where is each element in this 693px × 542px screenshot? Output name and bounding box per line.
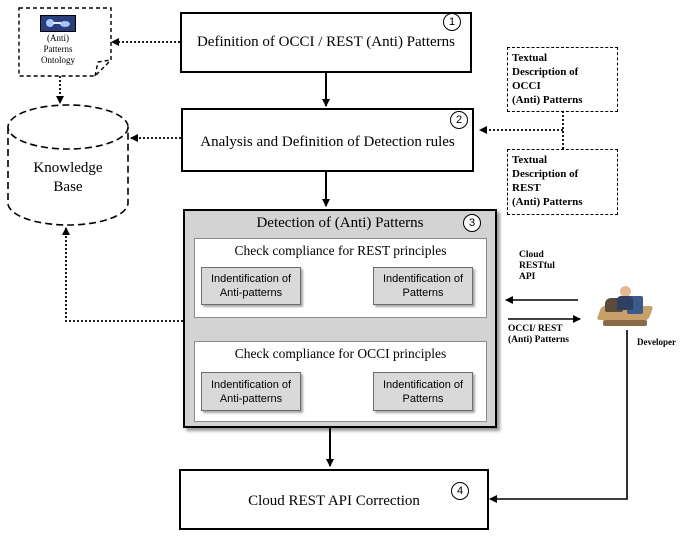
step-definition-label: Definition of OCCI / REST (Anti) Pattern…: [196, 34, 456, 50]
developer-label: Developer: [637, 337, 676, 347]
rest-patterns-box: Indentification of Patterns: [373, 267, 473, 305]
knowledge-base-cylinder: [7, 104, 129, 226]
ontology-icon: [40, 15, 76, 32]
occi-rest-patterns-label: OCCI/ REST (Anti) Patterns: [508, 324, 569, 345]
step-number-2: 2: [450, 111, 468, 129]
ontology-label: (Anti) Patterns Ontology: [40, 33, 75, 65]
dotted-textual-to-step2: [480, 111, 564, 150]
occi-compliance-title: Check compliance for OCCI principles: [234, 346, 447, 361]
knowledge-base-label: Knowledge Base: [33, 160, 103, 195]
step-number-4: 4: [451, 482, 469, 500]
cloud-api-label: Cloud RESTful API: [519, 250, 555, 282]
step-number-3: 3: [463, 214, 481, 232]
dotted-detection-to-kb: [62, 227, 183, 322]
textual-description-occi: Textual Description of OCCI (Anti) Patte…: [507, 47, 618, 112]
step-analysis-label: Analysis and Definition of Detection rul…: [200, 133, 455, 150]
step-correction-box: Cloud REST API Correction: [179, 469, 489, 530]
textual-description-rest: Textual Description of REST (Anti) Patte…: [507, 149, 618, 215]
step-analysis-box: Analysis and Definition of Detection rul…: [181, 108, 474, 172]
step-correction-label: Cloud REST API Correction: [248, 493, 420, 509]
step-number-1: 1: [443, 13, 461, 31]
occi-patterns-box: Indentification of Patterns: [373, 372, 473, 411]
rest-compliance-title: Check compliance for REST principles: [234, 243, 447, 258]
occi-antipatterns-box: Indentification of Anti-patterns: [201, 372, 301, 411]
arrow-developer-to-correction: [489, 330, 628, 503]
step-detection-label: Detection of (Anti) Patterns: [256, 215, 424, 231]
step-definition-box: Definition of OCCI / REST (Anti) Pattern…: [180, 12, 472, 73]
rest-antipatterns-box: Indentification of Anti-patterns: [201, 267, 301, 305]
developer-icon: [596, 284, 654, 328]
